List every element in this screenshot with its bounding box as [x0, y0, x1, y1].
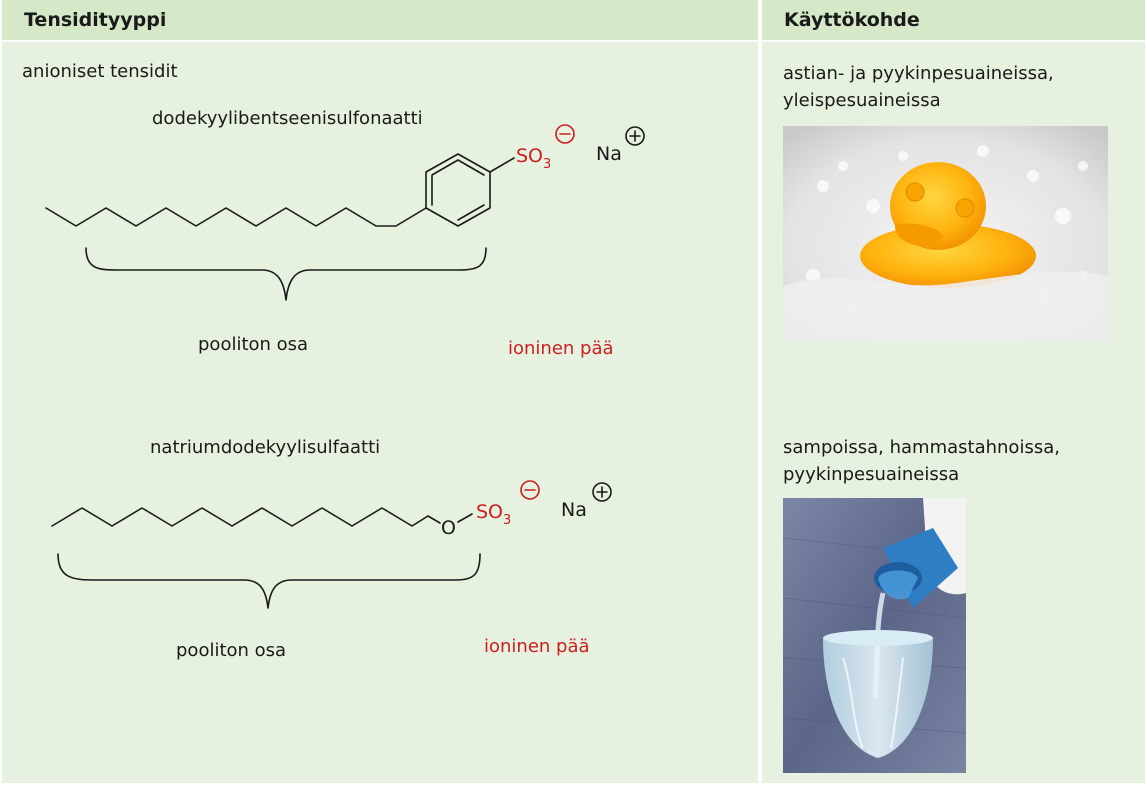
compound2-o-to-sulfur-bond [457, 513, 473, 523]
compound2-minus-charge [520, 480, 540, 500]
compound2-nonpolar-label: pooliton osa [176, 640, 287, 661]
header-surfactant-type: Tensidityyppi [2, 0, 758, 40]
usage2-line1: sampoissa, hammastahnoissa, [783, 437, 1060, 458]
compound1-plus-charge [625, 126, 645, 146]
compound1-name: dodekyylibentseenisulfonaatti [152, 108, 423, 129]
compound1-alkyl-chain [45, 207, 427, 227]
compound2-plus-charge [592, 482, 612, 502]
header-usage: Käyttökohde [762, 0, 1145, 40]
usage2-text: sampoissa, hammastahnoissa, pyykinpesuai… [783, 434, 1060, 488]
compound1-brace [85, 247, 487, 301]
bottle-pouring-photo [783, 498, 966, 773]
compound2-group-label: SO [476, 501, 503, 523]
compound2-alkyl-chain [51, 507, 429, 527]
compound1-benzene-ring [425, 153, 491, 227]
usage1-text: astian- ja pyykinpesuaineissa, yleispesu… [783, 60, 1054, 114]
compound2-oxygen-bond [427, 515, 441, 524]
rubber-duck-photo [783, 126, 1108, 342]
usage2-line2: pyykinpesuaineissa [783, 464, 960, 485]
compound1-counterion: Na [596, 143, 622, 165]
compound1-nonpolar-label: pooliton osa [198, 334, 309, 355]
usage1-line1: astian- ja pyykinpesuaineissa, [783, 63, 1054, 84]
compound2-group-subscript: 3 [503, 513, 511, 528]
compound2-ionic-label: ioninen pää [484, 636, 590, 657]
compound2-sulfate-group: SO3 [476, 501, 511, 528]
compound2-counterion: Na [561, 499, 587, 521]
compound1-group-subscript: 3 [543, 157, 551, 172]
usage1-line2: yleispesuaineissa [783, 90, 941, 111]
cell-surfactant-type [2, 42, 758, 783]
compound1-sulfonate-group: SO3 [516, 145, 551, 172]
compound1-group-label: SO [516, 145, 543, 167]
compound2-name: natriumdodekyylisulfaatti [150, 437, 381, 458]
compound1-ring-inner-bonds [431, 159, 485, 176]
compound1-minus-charge [555, 124, 575, 144]
category-label: anioniset tensidit [22, 61, 178, 82]
structural-formulas: SO3 Na O SO3 Na [45, 124, 645, 609]
compound1-ring-to-sulfur-bond [489, 157, 515, 173]
compound2-brace [57, 553, 481, 609]
compound2-oxygen: O [441, 517, 456, 539]
compound1-ionic-label: ioninen pää [508, 338, 614, 359]
